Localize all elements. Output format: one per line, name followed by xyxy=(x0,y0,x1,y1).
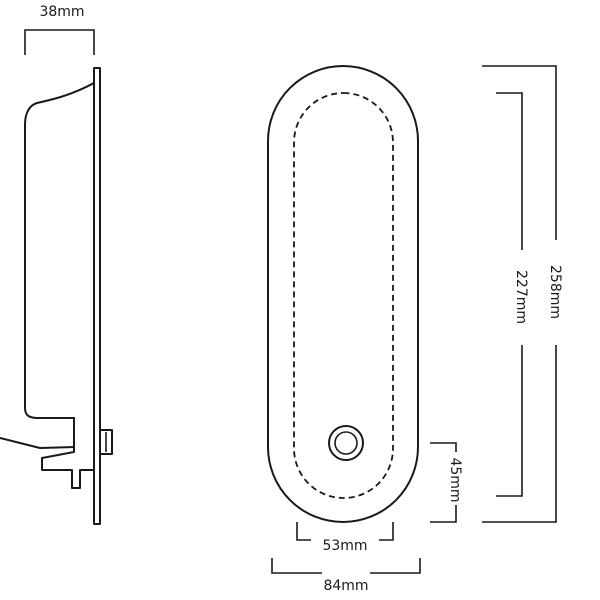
overall-width-label: 84mm xyxy=(323,578,368,594)
recess-height-label: 227mm xyxy=(513,270,529,324)
side-face-plate xyxy=(93,67,101,525)
side-mounting-bracket xyxy=(41,417,95,489)
overall-width-bracket xyxy=(271,558,421,574)
depth-dimension-bracket xyxy=(24,29,95,55)
overall-height-label: 258mm xyxy=(547,265,563,319)
side-release-knob xyxy=(99,429,113,455)
recess-width-dimension: 53mm xyxy=(296,522,394,554)
side-cup-body xyxy=(24,81,96,419)
button-offset-label: 45mm xyxy=(447,457,463,502)
overall-height-bracket xyxy=(482,65,557,523)
front-inner-recess xyxy=(293,92,394,499)
recess-width-label: 53mm xyxy=(322,538,367,554)
side-profile-view: 38mm xyxy=(0,4,113,525)
recess-width-bracket xyxy=(296,522,394,541)
depth-dimension-label: 38mm xyxy=(39,4,84,20)
overall-width-dimension: 84mm xyxy=(271,558,421,594)
front-view xyxy=(267,65,419,523)
release-button-inner xyxy=(334,431,358,455)
button-offset-dimension: 45mm xyxy=(430,442,463,523)
side-cable xyxy=(0,436,76,449)
button-offset-bracket xyxy=(430,442,457,523)
recess-height-bracket xyxy=(496,92,523,497)
recess-height-dimension: 227mm xyxy=(496,92,529,497)
front-outer-plate xyxy=(267,65,419,523)
release-button-outer xyxy=(328,425,364,461)
overall-height-dimension: 258mm xyxy=(482,65,563,523)
